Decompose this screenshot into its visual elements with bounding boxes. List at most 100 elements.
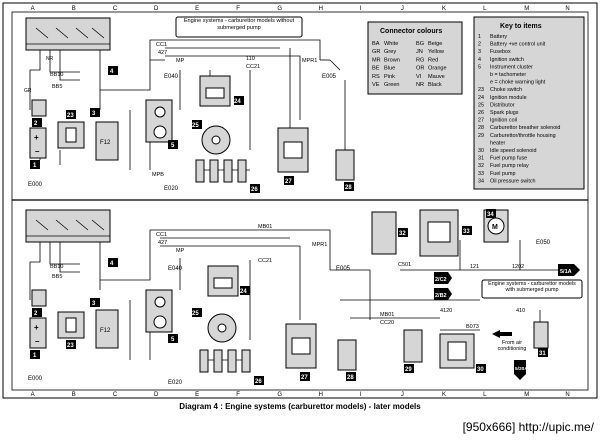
key-item-number: 1 [478, 34, 481, 40]
s1a-label: 5/1A [560, 269, 572, 275]
key-item-text: Idle speed solenoid [490, 148, 536, 154]
bb10-label: BB10 [50, 72, 63, 78]
mp-label: MP [176, 58, 185, 64]
n110-label: 110 [246, 56, 255, 62]
component-25-label-2: 25 [192, 311, 199, 317]
key-item-text: Carburettor breather solenoid [490, 125, 560, 131]
component-3-label-2: 3 [92, 301, 96, 307]
column-letter-top: D [154, 6, 159, 12]
carburettor-breather-solenoid-2 [337, 339, 357, 371]
key-item-number: 2 [478, 42, 481, 48]
component-28-label-2: 28 [347, 375, 354, 381]
key-item-number: 24 [478, 95, 484, 101]
key-item-text: heater [490, 140, 505, 146]
svg-text:–: – [35, 147, 40, 156]
key-item-number: 31 [478, 156, 484, 162]
mb01-label: MB01 [258, 224, 272, 230]
key-item-number: 30 [478, 148, 484, 154]
column-letter-bottom: E [195, 392, 199, 398]
e040-label: E040 [164, 74, 179, 80]
colour-name: Brown [384, 57, 400, 63]
carburettor-breather-solenoid [335, 149, 355, 181]
colour-code: GR [372, 49, 380, 55]
column-letter-top: F [236, 6, 240, 12]
bb10-label-2: BB10 [50, 264, 63, 270]
source-link[interactable]: [950x666] http://upic.me/ [462, 420, 594, 434]
key-item-text: e = choke warning light [490, 80, 546, 86]
battery-symbol-2 [29, 317, 47, 349]
connector-colours-box [367, 21, 463, 95]
colour-code: BA [372, 41, 380, 47]
key-item-number: 25 [478, 102, 484, 108]
key-item-text: Distributor [490, 102, 515, 108]
column-letter-top: G [277, 6, 282, 12]
from-air-conditioning-label: From air conditioning [497, 340, 527, 352]
f12-label-2: F12 [100, 328, 111, 334]
svg-text:–: – [35, 337, 40, 346]
svg-text:+: + [34, 133, 39, 142]
colour-name: Orange [428, 66, 447, 72]
colour-code: NR [416, 82, 424, 88]
mb01-label-2: MB01 [380, 312, 394, 318]
column-letter-top: B [72, 6, 76, 12]
component-24-label-2: 24 [240, 289, 247, 295]
key-item-text: Ignition switch [490, 57, 524, 63]
colour-code: RG [416, 57, 424, 63]
e000-label: E000 [28, 182, 43, 188]
column-letter-bottom: M [524, 392, 529, 398]
key-item-text: Ignition module [490, 95, 527, 101]
key-to-items-title: Key to items [500, 23, 542, 30]
outer-frame [2, 2, 598, 399]
colour-code: BG [416, 41, 424, 47]
column-letter-top: M [524, 6, 529, 12]
key-item-text: Fuel pump [490, 171, 515, 177]
n2c2-label: 2/C2 [435, 277, 447, 283]
component-2-label-2: 2 [34, 311, 38, 317]
column-letter-bottom: G [277, 392, 282, 398]
component-1-label: 1 [33, 163, 37, 169]
key-item-text: Carburettor/throttle housing [490, 133, 556, 139]
cc21-label-2: CC21 [258, 258, 272, 264]
key-item-text: Ignition coil [490, 118, 517, 124]
bottom-diagram-note: Engine systems - carburettor models with… [488, 281, 576, 294]
column-letter-top: H [319, 6, 323, 12]
colour-name: Black [428, 82, 442, 88]
column-letter-top: L [483, 6, 487, 12]
svg-text:+: + [34, 323, 39, 332]
cc1-label: CC1 [156, 42, 167, 48]
component-32-label: 33 [463, 229, 470, 235]
component-1-label-2: 1 [33, 353, 37, 359]
cc21-label: CC21 [246, 64, 260, 70]
colour-name: Grey [384, 49, 396, 55]
n1202-label: 1202 [512, 264, 524, 270]
component-5-label-2: 5 [171, 337, 175, 343]
e020-label-2: E020 [168, 380, 183, 386]
battery-symbol [29, 127, 47, 159]
fusebox-2 [95, 309, 119, 349]
column-letter-bottom: F [236, 392, 240, 398]
component-25-label: 25 [192, 123, 199, 129]
column-letter-top: A [31, 6, 35, 12]
colour-code: VI [416, 74, 422, 80]
component-4-label-2: 4 [110, 261, 114, 267]
component-23-label-2: 23 [67, 343, 74, 349]
diagram-title: Diagram 4 : Engine systems (carburettor … [179, 402, 421, 411]
component-30-label: 30 [477, 367, 484, 373]
carburettor-throttle-housing-heater [403, 329, 423, 363]
colour-code: VE [372, 82, 380, 88]
key-item-number: 5 [478, 64, 481, 70]
key-item-number: 27 [478, 118, 484, 124]
component-27-label: 27 [285, 179, 292, 185]
spark-plugs-2 [199, 349, 251, 373]
colour-name: Red [428, 57, 438, 63]
n410-label: 410 [516, 308, 525, 314]
svg-text:M: M [492, 224, 498, 231]
colour-name: Mauve [428, 74, 445, 80]
key-item-text: Fuel pump relay [490, 163, 529, 169]
fusebox [95, 121, 119, 161]
bottom-note-box [481, 279, 583, 299]
